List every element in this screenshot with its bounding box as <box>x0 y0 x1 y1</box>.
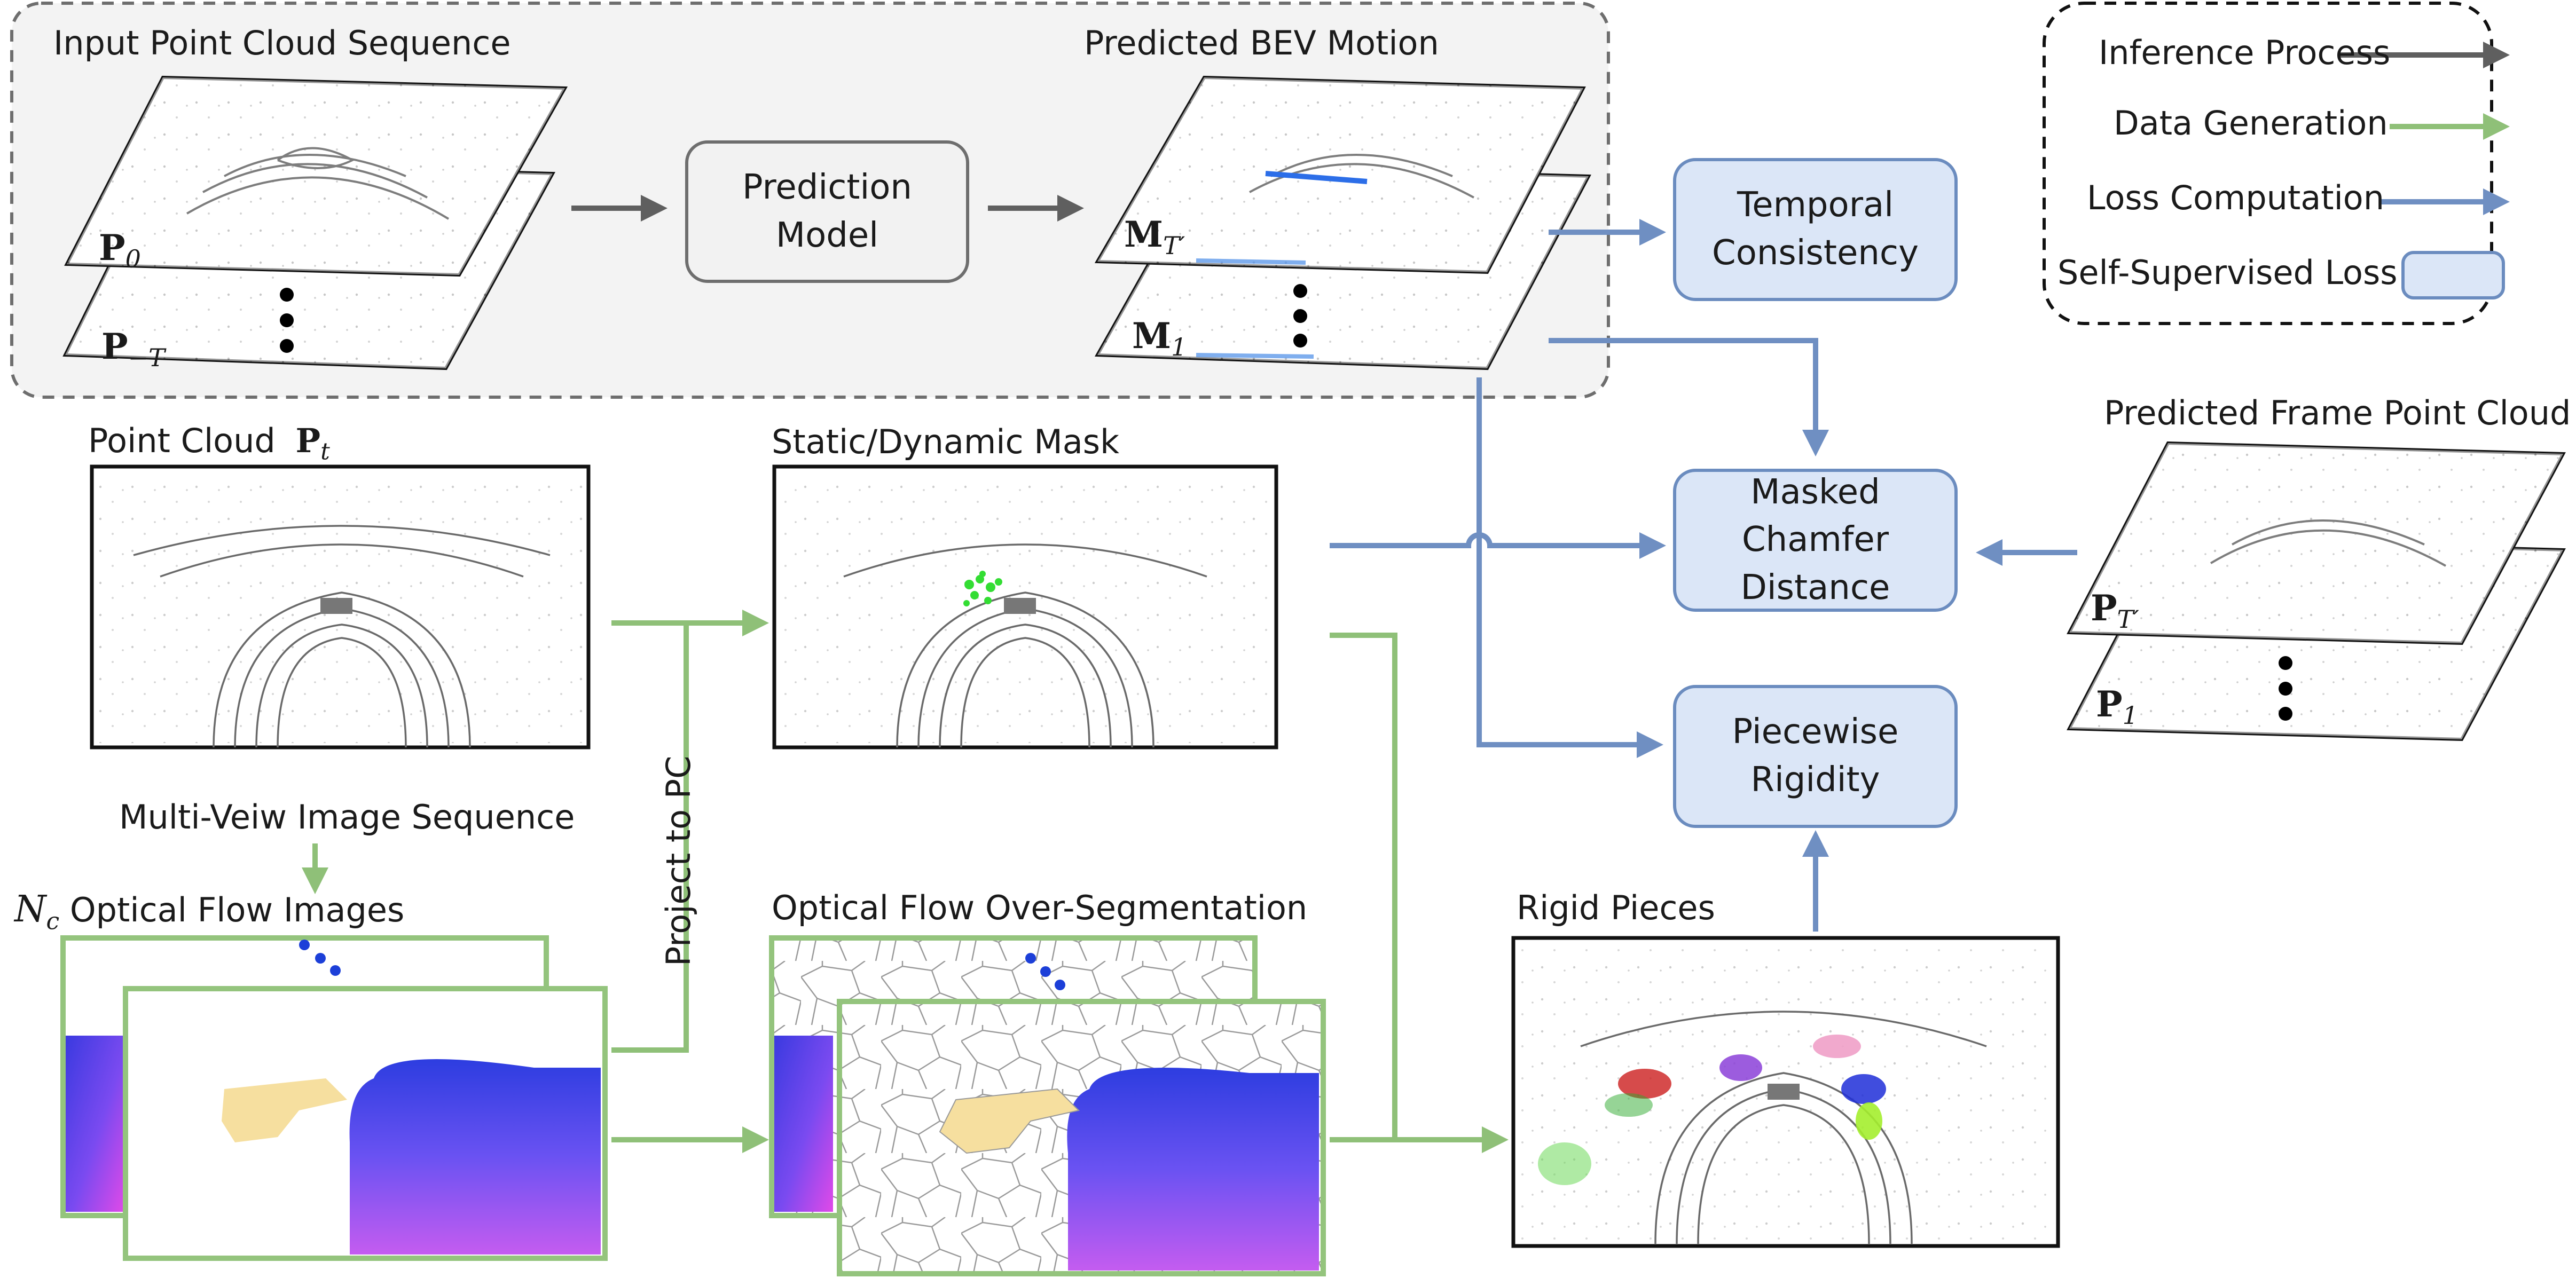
chamfer-line2: Distance <box>1740 567 1890 608</box>
optical-flow-stack <box>60 935 608 1261</box>
project-to-pc-label: Project to PC <box>659 755 698 966</box>
input-frame-top-label: P0 <box>99 227 141 274</box>
input-sequence-title: Input Point Cloud Sequence <box>53 23 511 62</box>
over-segmentation-stack <box>769 935 1326 1276</box>
prediction-model-line2: Model <box>775 215 879 255</box>
over-segmentation-title: Optical Flow Over-Segmentation <box>772 888 1308 927</box>
predicted-motion-title: Predicted BEV Motion <box>1084 23 1439 62</box>
piecewise-rigidity-box: Piecewise Rigidity <box>1673 685 1958 828</box>
motion-stack <box>1094 75 1591 370</box>
chamfer-line1: Masked Chamfer <box>1741 472 1889 560</box>
rigid-pieces-title: Rigid Pieces <box>1517 888 1715 927</box>
legend-loss-computation-label: Loss Computation <box>2087 178 2385 217</box>
point-cloud-title: Point Cloud Pt <box>88 421 330 466</box>
prediction-model-box: Prediction Model <box>685 140 969 283</box>
temporal-line1: Temporal <box>1737 185 1894 225</box>
multi-view-title: Multi-Veiw Image Sequence <box>119 798 575 837</box>
motion-frame-bottom-label: M1 <box>1132 315 1187 362</box>
optical-flow-title: Nc Optical Flow Images <box>14 888 405 935</box>
mask-frame <box>772 464 1278 750</box>
point-cloud-frame <box>90 464 591 750</box>
rigid-pieces-frame <box>1511 936 2060 1248</box>
input-frame-bottom-label: P−T <box>101 326 165 373</box>
predicted-frame-stack <box>2067 441 2566 741</box>
motion-frame-top-label: MT′ <box>1124 214 1185 261</box>
rigidity-line1: Piecewise <box>1732 712 1899 752</box>
legend-data-generation-label: Data Generation <box>2114 104 2388 143</box>
legend-container <box>2043 2 2493 325</box>
legend-self-supervised-label: Self-Supervised Loss <box>2057 253 2398 292</box>
legend-loss-swatch <box>2401 251 2505 299</box>
prediction-model-line1: Prediction <box>742 167 912 207</box>
predframe-bottom-label: P1 <box>2096 683 2138 730</box>
legend-inference-label: Inference Process <box>2099 33 2391 72</box>
masked-chamfer-box: Masked Chamfer Distance <box>1673 469 1958 612</box>
temporal-line2: Consistency <box>1712 233 1919 273</box>
temporal-consistency-box: Temporal Consistency <box>1673 158 1958 301</box>
predicted-frame-title: Predicted Frame Point Cloud <box>2104 393 2571 432</box>
static-dynamic-mask-title: Static/Dynamic Mask <box>772 422 1119 461</box>
predframe-top-label: PT′ <box>2091 587 2139 634</box>
input-stack <box>62 75 568 370</box>
rigidity-line2: Rigidity <box>1750 760 1880 800</box>
